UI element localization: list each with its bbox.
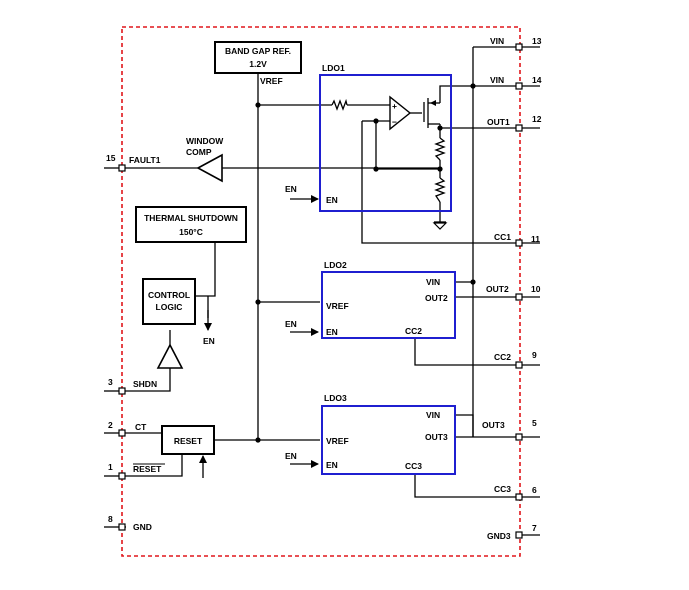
pin12-number: 12 [532, 114, 542, 124]
ldo2-out-label: OUT2 [425, 293, 448, 303]
reset-block-label: RESET [174, 436, 203, 446]
pin5-label: OUT3 [482, 420, 505, 430]
feedback-resistor-bottom [434, 177, 446, 203]
pin15-number: 15 [106, 153, 116, 163]
pin3-label: SHDN [133, 379, 157, 389]
ldo1-op-amp [389, 95, 412, 131]
ldo2-vin-label: VIN [426, 277, 440, 287]
pin6-label: CC3 [494, 484, 511, 494]
ldo3-label: LDO3 [324, 393, 347, 403]
pin15-label: FAULT1 [129, 155, 161, 165]
ldo2-vref-label: VREF [326, 301, 349, 311]
right-pins [515, 43, 540, 539]
left-pins [104, 164, 126, 531]
pass-transistor-arrow [430, 100, 436, 106]
ldo1-en-arrow-label: EN [285, 184, 297, 194]
ldo2-box [321, 271, 456, 339]
ldo3-box [321, 405, 456, 475]
ldo3-cc-label: CC3 [405, 461, 422, 471]
pin14-number: 14 [532, 75, 542, 85]
pin11-number: 11 [531, 234, 540, 244]
control-en-label: EN [203, 336, 215, 346]
control-logic-box [142, 278, 196, 325]
pin2-number: 2 [108, 420, 113, 430]
pin11-label: CC1 [494, 232, 511, 242]
op-amp-minus: − [392, 117, 397, 127]
reset-block-box [161, 425, 215, 455]
thermal-label-1: THERMAL SHUTDOWN [144, 213, 238, 223]
bandgap-value: 1.2V [249, 59, 267, 69]
shdn-buffer [156, 343, 184, 369]
pin6-number: 6 [532, 485, 537, 495]
pin13-label: VIN [490, 36, 504, 46]
control-label-2: LOGIC [156, 302, 183, 312]
pin13-number: 13 [532, 36, 542, 46]
ldo2-en-label: EN [326, 327, 338, 337]
window-comp-label-1: WINDOW [186, 136, 224, 146]
window-comp-label-2: COMP [186, 147, 212, 157]
pin7-label: GND3 [487, 531, 511, 541]
ldo2-en-arrow-label: EN [285, 319, 297, 329]
ldo2-label: LDO2 [324, 260, 347, 270]
bandgap-ref-box [214, 41, 302, 74]
chip-boundary [121, 26, 521, 557]
pin14-label: VIN [490, 75, 504, 85]
ldo3-vin-label: VIN [426, 410, 440, 420]
ldo3-vref-label: VREF [326, 436, 349, 446]
pin7-number: 7 [532, 523, 537, 533]
feedback-resistor-top [434, 137, 446, 161]
control-label-1: CONTROL [148, 290, 190, 300]
thermal-shutdown-box [135, 206, 247, 243]
pin1-number: 1 [108, 462, 113, 472]
ldo1-box [319, 74, 452, 212]
ldo1-input-resistor [331, 98, 348, 111]
pin5-number: 5 [532, 418, 537, 428]
vref-label: VREF [260, 76, 283, 86]
pin9-label: CC2 [494, 352, 511, 362]
window-comparator [196, 153, 223, 183]
junction-dots [255, 83, 476, 443]
ldo3-en-label: EN [326, 460, 338, 470]
pin3-number: 3 [108, 377, 113, 387]
ldo1-label: LDO1 [322, 63, 345, 73]
bandgap-title: BAND GAP REF. [225, 46, 291, 56]
pin10-label: OUT2 [486, 284, 509, 294]
pin9-number: 9 [532, 350, 537, 360]
pin1-label: RESET [133, 464, 162, 474]
thermal-label-2: 150°C [179, 227, 203, 237]
op-amp-plus: + [392, 101, 397, 111]
pin2-label: CT [135, 422, 147, 432]
pin12-label: OUT1 [487, 117, 510, 127]
ldo2-cc-label: CC2 [405, 326, 422, 336]
ldo3-en-arrow-label: EN [285, 451, 297, 461]
pin8-number: 8 [108, 514, 113, 524]
pin10-number: 10 [531, 284, 541, 294]
ldo1-en-label: EN [326, 195, 338, 205]
wires [124, 46, 518, 528]
ldo3-out-label: OUT3 [425, 432, 448, 442]
pin8-label: GND [133, 522, 152, 532]
